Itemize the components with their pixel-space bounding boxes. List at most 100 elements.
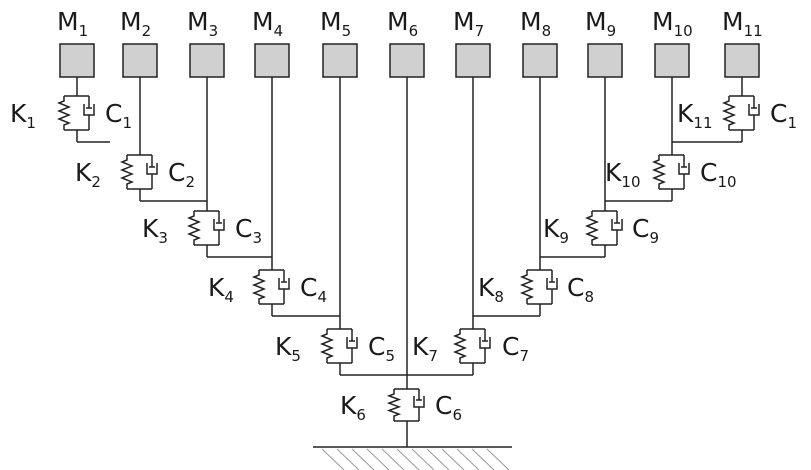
mass-label-letter: M	[652, 7, 674, 36]
damper-label: C9	[632, 214, 659, 247]
spring-icon	[721, 96, 737, 130]
mass-block	[724, 43, 760, 78]
ground-hatch	[351, 448, 375, 470]
spring-label: K7	[412, 332, 438, 365]
mass-5: M5	[320, 7, 358, 78]
spring-label: K10	[605, 158, 641, 191]
damper-label-letter: C	[435, 391, 452, 420]
spring-label: K1	[10, 99, 36, 132]
spring-label-subscript: 3	[158, 229, 168, 247]
spring-label-letter: K	[208, 273, 225, 302]
damper-label: C4	[300, 273, 327, 306]
mass-label: M8	[520, 7, 551, 40]
damper-label-letter: C	[235, 214, 252, 243]
ground-hatch	[441, 448, 465, 470]
mass-10: M10	[652, 7, 693, 78]
mass-8: M8	[520, 7, 558, 78]
mass-label-letter: M	[520, 7, 542, 36]
mass-label: M11	[722, 7, 763, 40]
spring-icon	[651, 155, 667, 189]
damper-label-subscript: 9	[649, 229, 659, 247]
mass-label-subscript: 5	[342, 22, 352, 40]
damper-label-subscript: 5	[385, 347, 395, 365]
spring-icon	[251, 270, 267, 304]
mass-block	[122, 43, 158, 78]
mass-label-subscript: 11	[744, 22, 763, 40]
damper-label-subscript: 8	[584, 288, 594, 306]
mass-label: M4	[252, 7, 283, 40]
spring-label-subscript: 2	[91, 173, 101, 191]
damper-label-subscript: 2	[185, 173, 195, 191]
mass-label-subscript: 2	[142, 22, 152, 40]
damper-label-letter: C	[502, 332, 519, 361]
spring-icon	[56, 96, 72, 130]
mass-label-letter: M	[57, 7, 79, 36]
ground-hatch	[321, 448, 345, 470]
spring-icon	[186, 211, 202, 245]
spring-label: K9	[543, 214, 569, 247]
mass-label: M9	[585, 7, 616, 40]
spring-damper-4: K4 C4	[208, 269, 327, 306]
damper-label-letter: C	[567, 273, 584, 302]
spring-icon	[519, 270, 535, 304]
ground-hatch	[396, 448, 420, 470]
mass-6: M6	[387, 7, 425, 78]
damper-label-letter: C	[700, 158, 717, 187]
mass-label-letter: M	[320, 7, 342, 36]
spring-label-letter: K	[10, 99, 27, 128]
ground-hatch	[486, 448, 510, 470]
mass-block	[455, 43, 491, 78]
damper-label-subscript: 1	[122, 114, 132, 132]
damper-label-letter: C	[105, 99, 122, 128]
mass-2: M2	[120, 7, 158, 78]
spring-label-letter: K	[412, 332, 429, 361]
mass-label: M10	[652, 7, 693, 40]
spring-label-letter: K	[605, 158, 622, 187]
spring-label-letter: K	[142, 214, 159, 243]
spring-label-letter: K	[677, 99, 694, 128]
ground-hatch	[426, 448, 450, 470]
damper-label-letter: C	[300, 273, 317, 302]
mass-9: M9	[585, 7, 623, 78]
spring-label: K2	[75, 158, 101, 191]
mass-label-subscript: 7	[475, 22, 485, 40]
spring-label-subscript: 8	[494, 288, 504, 306]
mass-label-subscript: 4	[274, 22, 284, 40]
mass-label-subscript: 10	[674, 22, 693, 40]
ground-hatch	[366, 448, 390, 470]
spring-label: K6	[340, 391, 366, 424]
spring-label-subscript: 6	[356, 406, 366, 424]
spring-damper-7: K7 C7	[412, 328, 529, 365]
mass-7: M7	[453, 7, 491, 78]
spring-label-subscript: 11	[693, 114, 712, 132]
mass-block	[189, 43, 225, 78]
damper-label: C1	[105, 99, 132, 132]
damper-label: C6	[435, 391, 462, 424]
damper-label-subscript: 3	[252, 229, 262, 247]
damper-label-subscript: 1	[787, 114, 797, 132]
spring-label-letter: K	[75, 158, 92, 187]
mass-label-letter: M	[722, 7, 744, 36]
damper-label: C8	[567, 273, 594, 306]
spring-label-subscript: 4	[224, 288, 234, 306]
mass-label-letter: M	[187, 7, 209, 36]
mass-block	[322, 43, 358, 78]
ground-hatch	[411, 448, 435, 470]
damper-label: C7	[502, 332, 529, 365]
mass-3: M3	[187, 7, 225, 78]
ground-hatch	[381, 448, 405, 470]
ground-hatch	[471, 448, 495, 470]
spring-label-subscript: 10	[621, 173, 640, 191]
mass-block	[389, 43, 425, 78]
mass-11: M11	[722, 7, 763, 78]
spring-label-letter: K	[478, 273, 495, 302]
damper-label: C10	[700, 158, 737, 191]
mass-label-letter: M	[387, 7, 409, 36]
